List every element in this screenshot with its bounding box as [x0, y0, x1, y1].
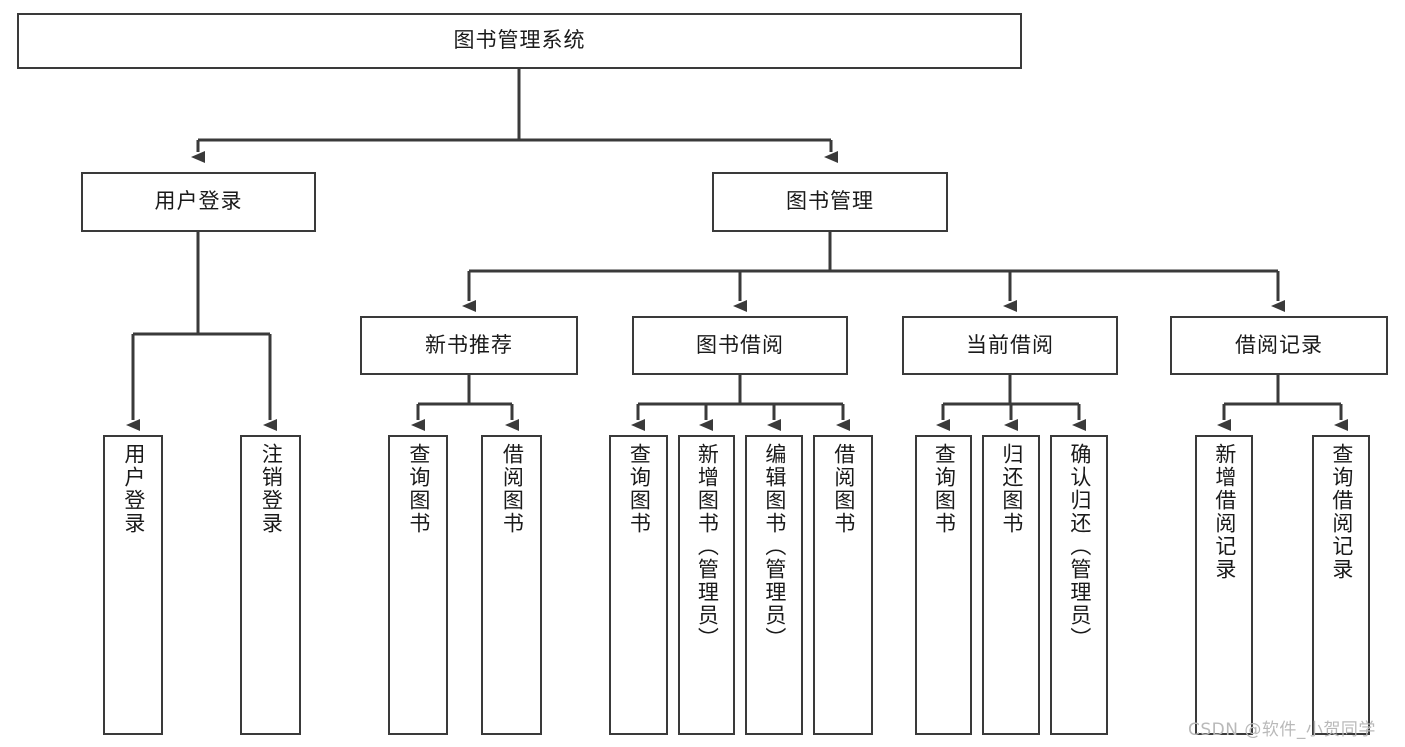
node-leaf-query-book-1-label: 查询图书 [406, 443, 431, 535]
node-root-label: 图书管理系统 [453, 28, 586, 53]
node-leaf-user-login-label: 用户登录 [121, 443, 146, 535]
node-leaf-edit-book[interactable]: 编辑图书（管理员） [745, 435, 803, 735]
node-new-book-recommend[interactable]: 新书推荐 [360, 316, 578, 375]
node-book-borrow-label: 图书借阅 [696, 332, 784, 357]
node-leaf-query-book-1[interactable]: 查询图书 [388, 435, 448, 735]
node-leaf-user-logout-label: 注销登录 [259, 443, 284, 535]
node-leaf-return-book-label: 归还图书 [999, 443, 1024, 535]
node-leaf-borrow-book-2-label: 借阅图书 [831, 443, 856, 535]
node-borrow-record-label: 借阅记录 [1235, 332, 1323, 357]
node-user-login-label: 用户登录 [154, 189, 243, 214]
node-leaf-add-book-label: 新增图书（管理员） [695, 443, 720, 650]
node-leaf-return-book[interactable]: 归还图书 [982, 435, 1040, 735]
node-leaf-add-record[interactable]: 新增借阅记录 [1195, 435, 1253, 735]
node-book-manage[interactable]: 图书管理 [712, 172, 948, 232]
node-new-book-recommend-label: 新书推荐 [425, 332, 513, 357]
node-book-manage-label: 图书管理 [786, 189, 874, 214]
node-borrow-record[interactable]: 借阅记录 [1170, 316, 1388, 375]
node-current-borrow[interactable]: 当前借阅 [902, 316, 1118, 375]
node-leaf-query-book-3[interactable]: 查询图书 [915, 435, 972, 735]
node-leaf-add-book[interactable]: 新增图书（管理员） [678, 435, 735, 735]
node-leaf-user-logout[interactable]: 注销登录 [240, 435, 301, 735]
node-leaf-borrow-book-1[interactable]: 借阅图书 [481, 435, 542, 735]
watermark-text: CSDN @软件_小贺同学 [1188, 720, 1376, 740]
node-leaf-query-book-2[interactable]: 查询图书 [609, 435, 668, 735]
node-leaf-confirm-return[interactable]: 确认归还（管理员） [1050, 435, 1108, 735]
node-leaf-edit-book-label: 编辑图书（管理员） [762, 443, 787, 650]
node-user-login[interactable]: 用户登录 [81, 172, 316, 232]
node-leaf-query-record-label: 查询借阅记录 [1329, 443, 1354, 581]
node-leaf-confirm-return-label: 确认归还（管理员） [1067, 443, 1092, 650]
node-leaf-user-login[interactable]: 用户登录 [103, 435, 163, 735]
node-leaf-query-book-3-label: 查询图书 [932, 443, 957, 535]
node-leaf-borrow-book-1-label: 借阅图书 [500, 443, 525, 535]
node-book-borrow[interactable]: 图书借阅 [632, 316, 848, 375]
node-current-borrow-label: 当前借阅 [966, 332, 1054, 357]
node-leaf-query-record[interactable]: 查询借阅记录 [1312, 435, 1370, 735]
node-root[interactable]: 图书管理系统 [17, 13, 1022, 69]
node-leaf-query-book-2-label: 查询图书 [627, 443, 652, 535]
node-leaf-borrow-book-2[interactable]: 借阅图书 [813, 435, 873, 735]
node-leaf-add-record-label: 新增借阅记录 [1212, 443, 1237, 581]
